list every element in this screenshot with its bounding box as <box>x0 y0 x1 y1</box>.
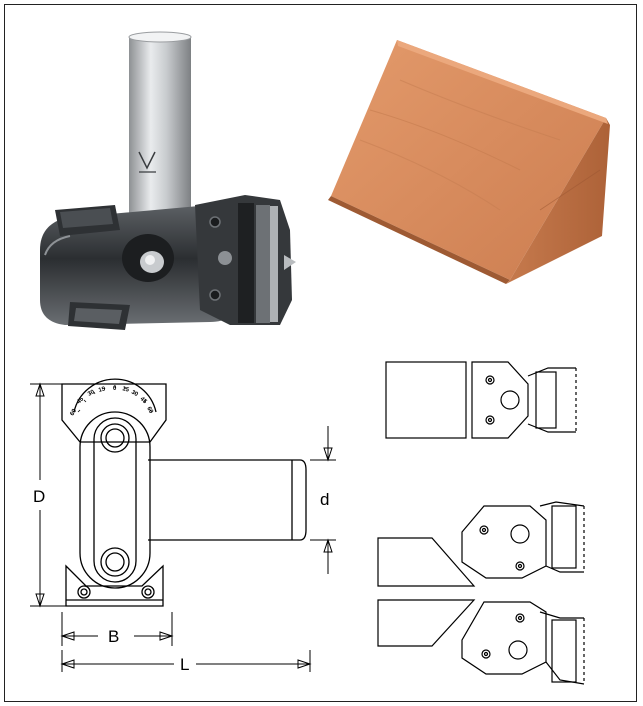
scale-label: 60 <box>70 408 79 417</box>
scale-label: 30 <box>87 389 96 398</box>
front-view-drawing <box>61 378 307 607</box>
scale-label: 45 <box>76 396 85 405</box>
scale-label: 30 <box>130 390 139 399</box>
wood-bevel-face <box>331 40 606 280</box>
scale-label: 0 <box>113 386 117 392</box>
shank-mark <box>138 151 156 170</box>
shank <box>129 37 191 217</box>
dimension-L <box>60 650 312 672</box>
dimension-d <box>310 426 336 574</box>
dimension-D-label: D <box>33 487 45 506</box>
dimension-B <box>60 612 174 646</box>
figure-frame <box>4 4 637 702</box>
scale-label: 45 <box>139 396 148 405</box>
wood-sample <box>328 40 610 284</box>
scale-label: 15 <box>121 386 130 394</box>
scale-label: 15 <box>98 386 107 394</box>
knife-detail-straight <box>385 361 577 439</box>
dimension-d-label: d <box>320 490 329 509</box>
scale-labels: 60 45 30 15 0 15 30 45 60 <box>70 386 155 417</box>
dimension-B-label: B <box>108 627 119 646</box>
cutter-photo <box>40 31 296 330</box>
scale-label: 60 <box>145 406 154 415</box>
knife-detail-angled <box>377 501 585 685</box>
wood-end-face <box>506 118 610 284</box>
dimension-D <box>30 382 66 608</box>
dimension-L-label: L <box>180 655 189 674</box>
